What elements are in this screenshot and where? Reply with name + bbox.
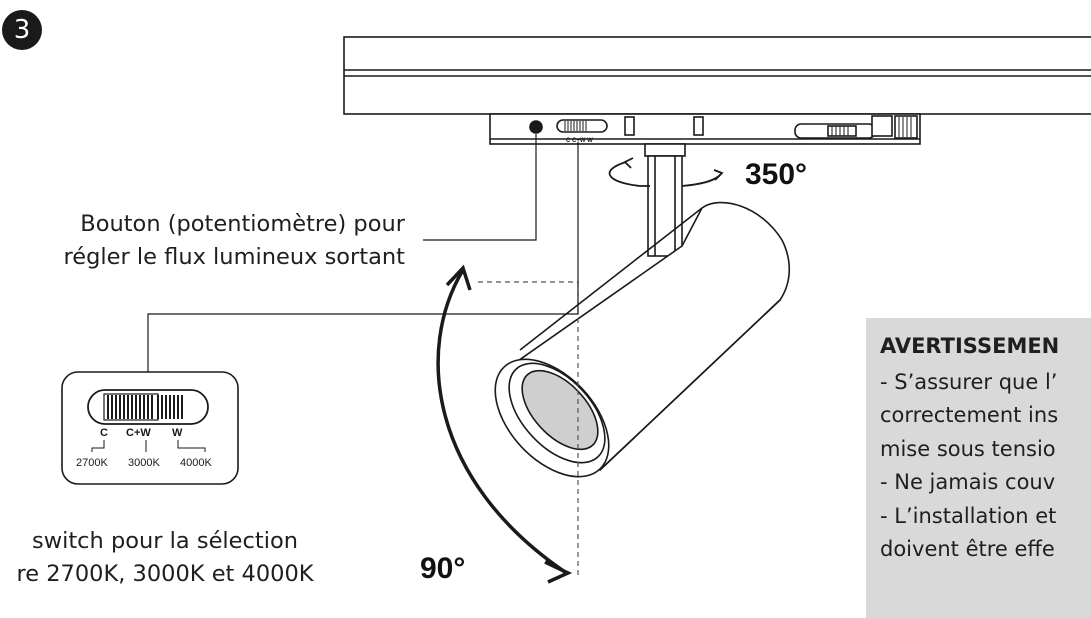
dimmer-knob [529,120,543,134]
svg-text:C C+W W: C C+W W [566,138,593,144]
track-rail [343,36,1091,115]
switch-pos-c: C [100,427,108,439]
warning-box: AVERTISSEMEN - S’assurer que l’ correcte… [866,318,1091,618]
temp-2700: 2700K [76,457,108,469]
warning-line: - L’installation et [880,503,1057,528]
warning-line: mise sous tensio [880,436,1056,461]
switch-leader [147,142,579,372]
product-diagram: C C+W W [61,36,1091,584]
warning-title: AVERTISSEMEN [880,334,1060,358]
stem [644,143,686,257]
step-number-badge: 3 [2,10,42,50]
tilt-guide [478,281,579,575]
knob-leader [423,134,537,241]
warning-line: doivent être effe [880,537,1055,561]
switch-callout-line-2: re 2700K, 3000K et 4000K [16,561,314,587]
switch-detail-inset: C C+W W 2700K 3000K 4000K [61,371,239,485]
switch-callout: switch pour la sélection re 2700K, 3000K… [0,525,366,591]
rotation-angle-label: 350° [745,158,808,191]
track-adapter [489,113,921,145]
lens-honeycomb [521,369,599,451]
warning-line: - S’assurer que l’ [880,369,1058,394]
tilt-arrow [436,264,573,584]
warning-line: - Ne jamais couv [880,470,1056,494]
cct-switch-small [556,119,608,133]
knob-callout-line-1: Bouton (potentiomètre) pour [80,211,405,237]
temp-3000: 3000K [128,457,160,469]
switch-pos-w: W [172,427,183,439]
rotation-arrow [608,157,724,187]
warning-line: correctement ins [880,403,1059,427]
knob-callout-line-2: régler le flux lumineux sortant [63,244,405,270]
lamp-head [494,201,791,478]
switch-callout-line-1: switch pour la sélection [31,528,298,554]
temp-4000: 4000K [180,457,212,469]
knob-callout: Bouton (potentiomètre) pour régler le fl… [64,208,405,274]
switch-pos-cw: C+W [126,427,151,439]
tilt-angle-label: 90° [420,552,466,585]
switch-body-labels: C C+W W [566,138,593,144]
